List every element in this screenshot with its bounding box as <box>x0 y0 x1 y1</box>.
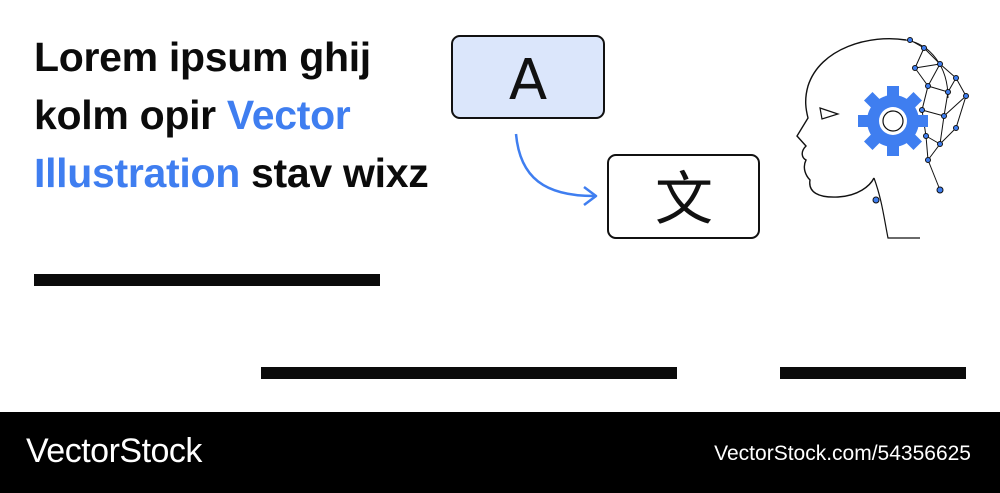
brand-logo: VectorStock <box>26 432 202 470</box>
divider-bar-right <box>780 367 966 379</box>
source-language-box: A <box>451 35 605 119</box>
gear-icon <box>858 86 928 156</box>
arrow-curve-icon <box>514 133 598 206</box>
divider-bar-top <box>34 274 380 286</box>
source-char: A <box>509 48 547 113</box>
headline-accent: Vector Illustration <box>34 92 351 196</box>
headline: Lorem ipsum ghij kolm opir Vector Illust… <box>34 28 434 202</box>
stock-id-text: VectorStock.com/54356625 <box>714 442 971 465</box>
headline-text-1: Lorem ipsum ghij kolm opir <box>34 34 371 138</box>
headline-text-2: stav wixz <box>239 150 429 196</box>
illustration: A 文 <box>451 35 969 239</box>
target-char: 文 <box>655 165 713 233</box>
footer-bar: VectorStock VectorStock.com/54356625 <box>0 412 1000 493</box>
divider-bar-middle <box>261 367 677 379</box>
target-language-box: 文 <box>607 154 760 239</box>
neural-network-icon <box>872 37 969 204</box>
